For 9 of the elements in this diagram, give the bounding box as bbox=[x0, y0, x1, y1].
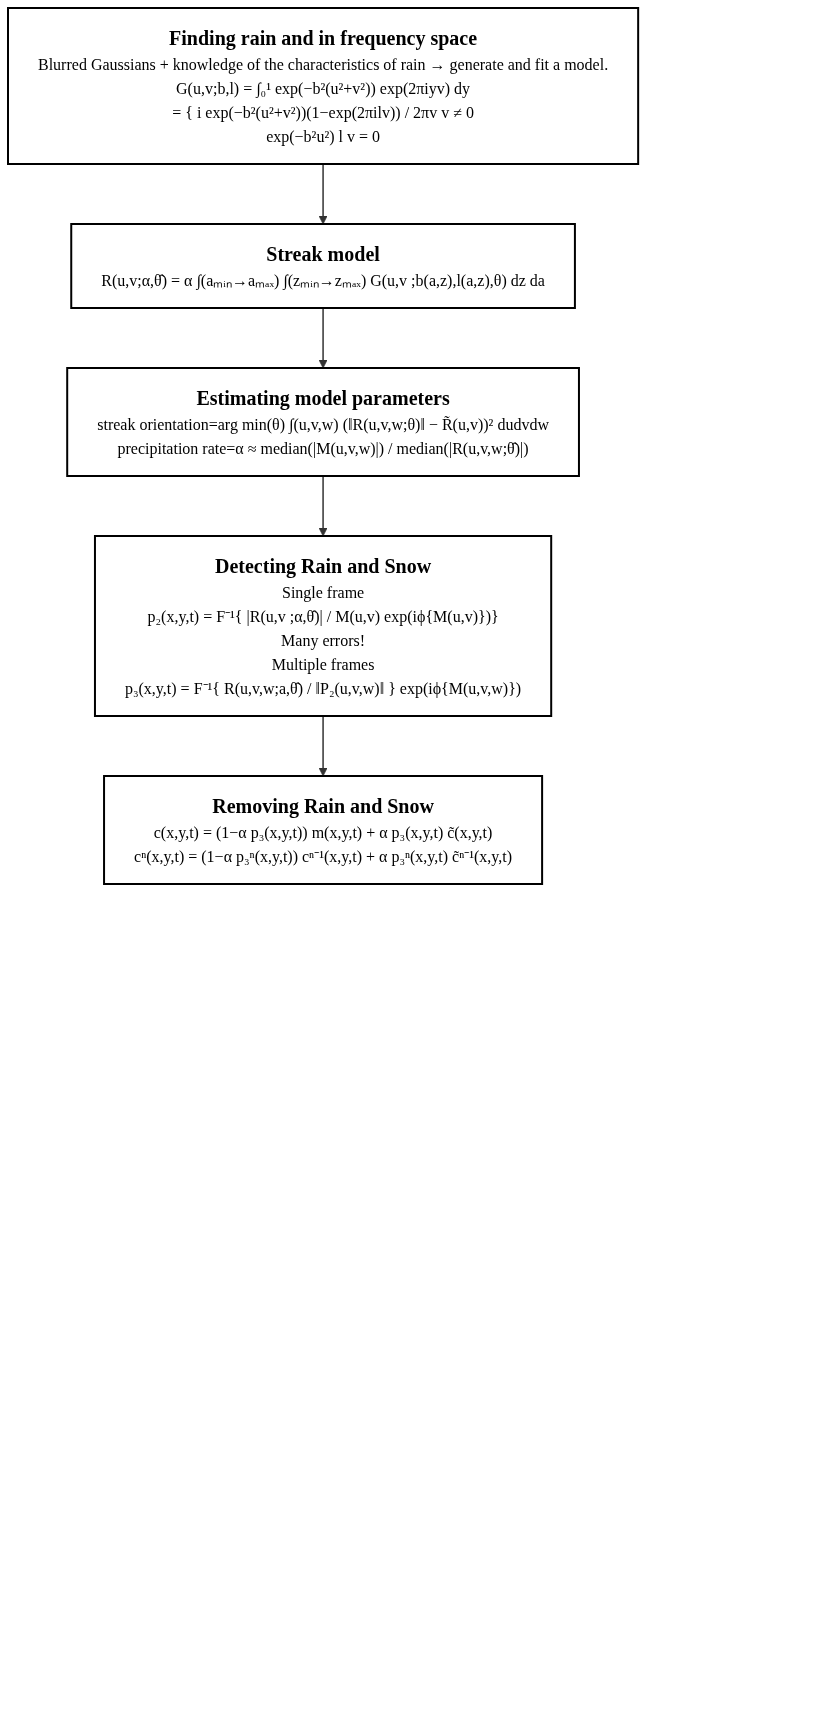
arrow bbox=[318, 307, 328, 369]
node-box: Detecting Rain and Snow Single frame p₂(x,y,t) = F⁻¹{ |R(u,v ;α,θ̂)| / M(u,v) exp(iϕ{M(u,v)})} Many errors! Multiple frames p₃(x,y,t) = F⁻¹{ R(u,v,w;a,θ̂) / ‖P₂(u,v,w)‖ } exp(iϕ{M(u,v,w)}) bbox=[93, 535, 553, 717]
arrow bbox=[318, 475, 328, 537]
arrow bbox=[318, 715, 328, 777]
node-box: Finding rain and in frequency space Blurred Gaussians + knowledge of the characteristics of rain → generate and fit a model. G(u,v;b,l) = ∫₀¹ exp(−b²(u²+v²)) exp(2πiyv) dy = { i exp(−b²(u²+v²))(1−exp(2πilv)) / 2πv v ≠ 0 exp(−b²u²) l v = 0 bbox=[7, 7, 640, 165]
node-box: Removing Rain and Snow c(x,y,t) = (1−α p₃(x,y,t)) m(x,y,t) + α p₃(x,y,t) c̃(x,y,t) cⁿ(x,y,t) = (1−α p₃ⁿ(x,y,t)) cⁿ⁻¹(x,y,t) + α p₃ⁿ(x,y,t) c̃ⁿ⁻¹(x,y,t) bbox=[103, 775, 544, 885]
arrow bbox=[318, 163, 328, 225]
node-box: Estimating model parameters streak orientation=arg min(θ) ∫(u,v,w) (‖R(u,v,w;θ)‖ − R̃(u,v))² dudvdw precipitation rate=α ≈ median(|M(u,v,w)|) / median(|R(u,v,w;θ̂)|) bbox=[66, 367, 580, 477]
node-box: Streak model R(u,v;α,θ̂) = α ∫(aₘᵢₙ→aₘₐₓ) ∫(zₘᵢₙ→zₘₐₓ) G(u,v ;b(a,z),l(a,z),θ) dz da bbox=[70, 223, 576, 309]
